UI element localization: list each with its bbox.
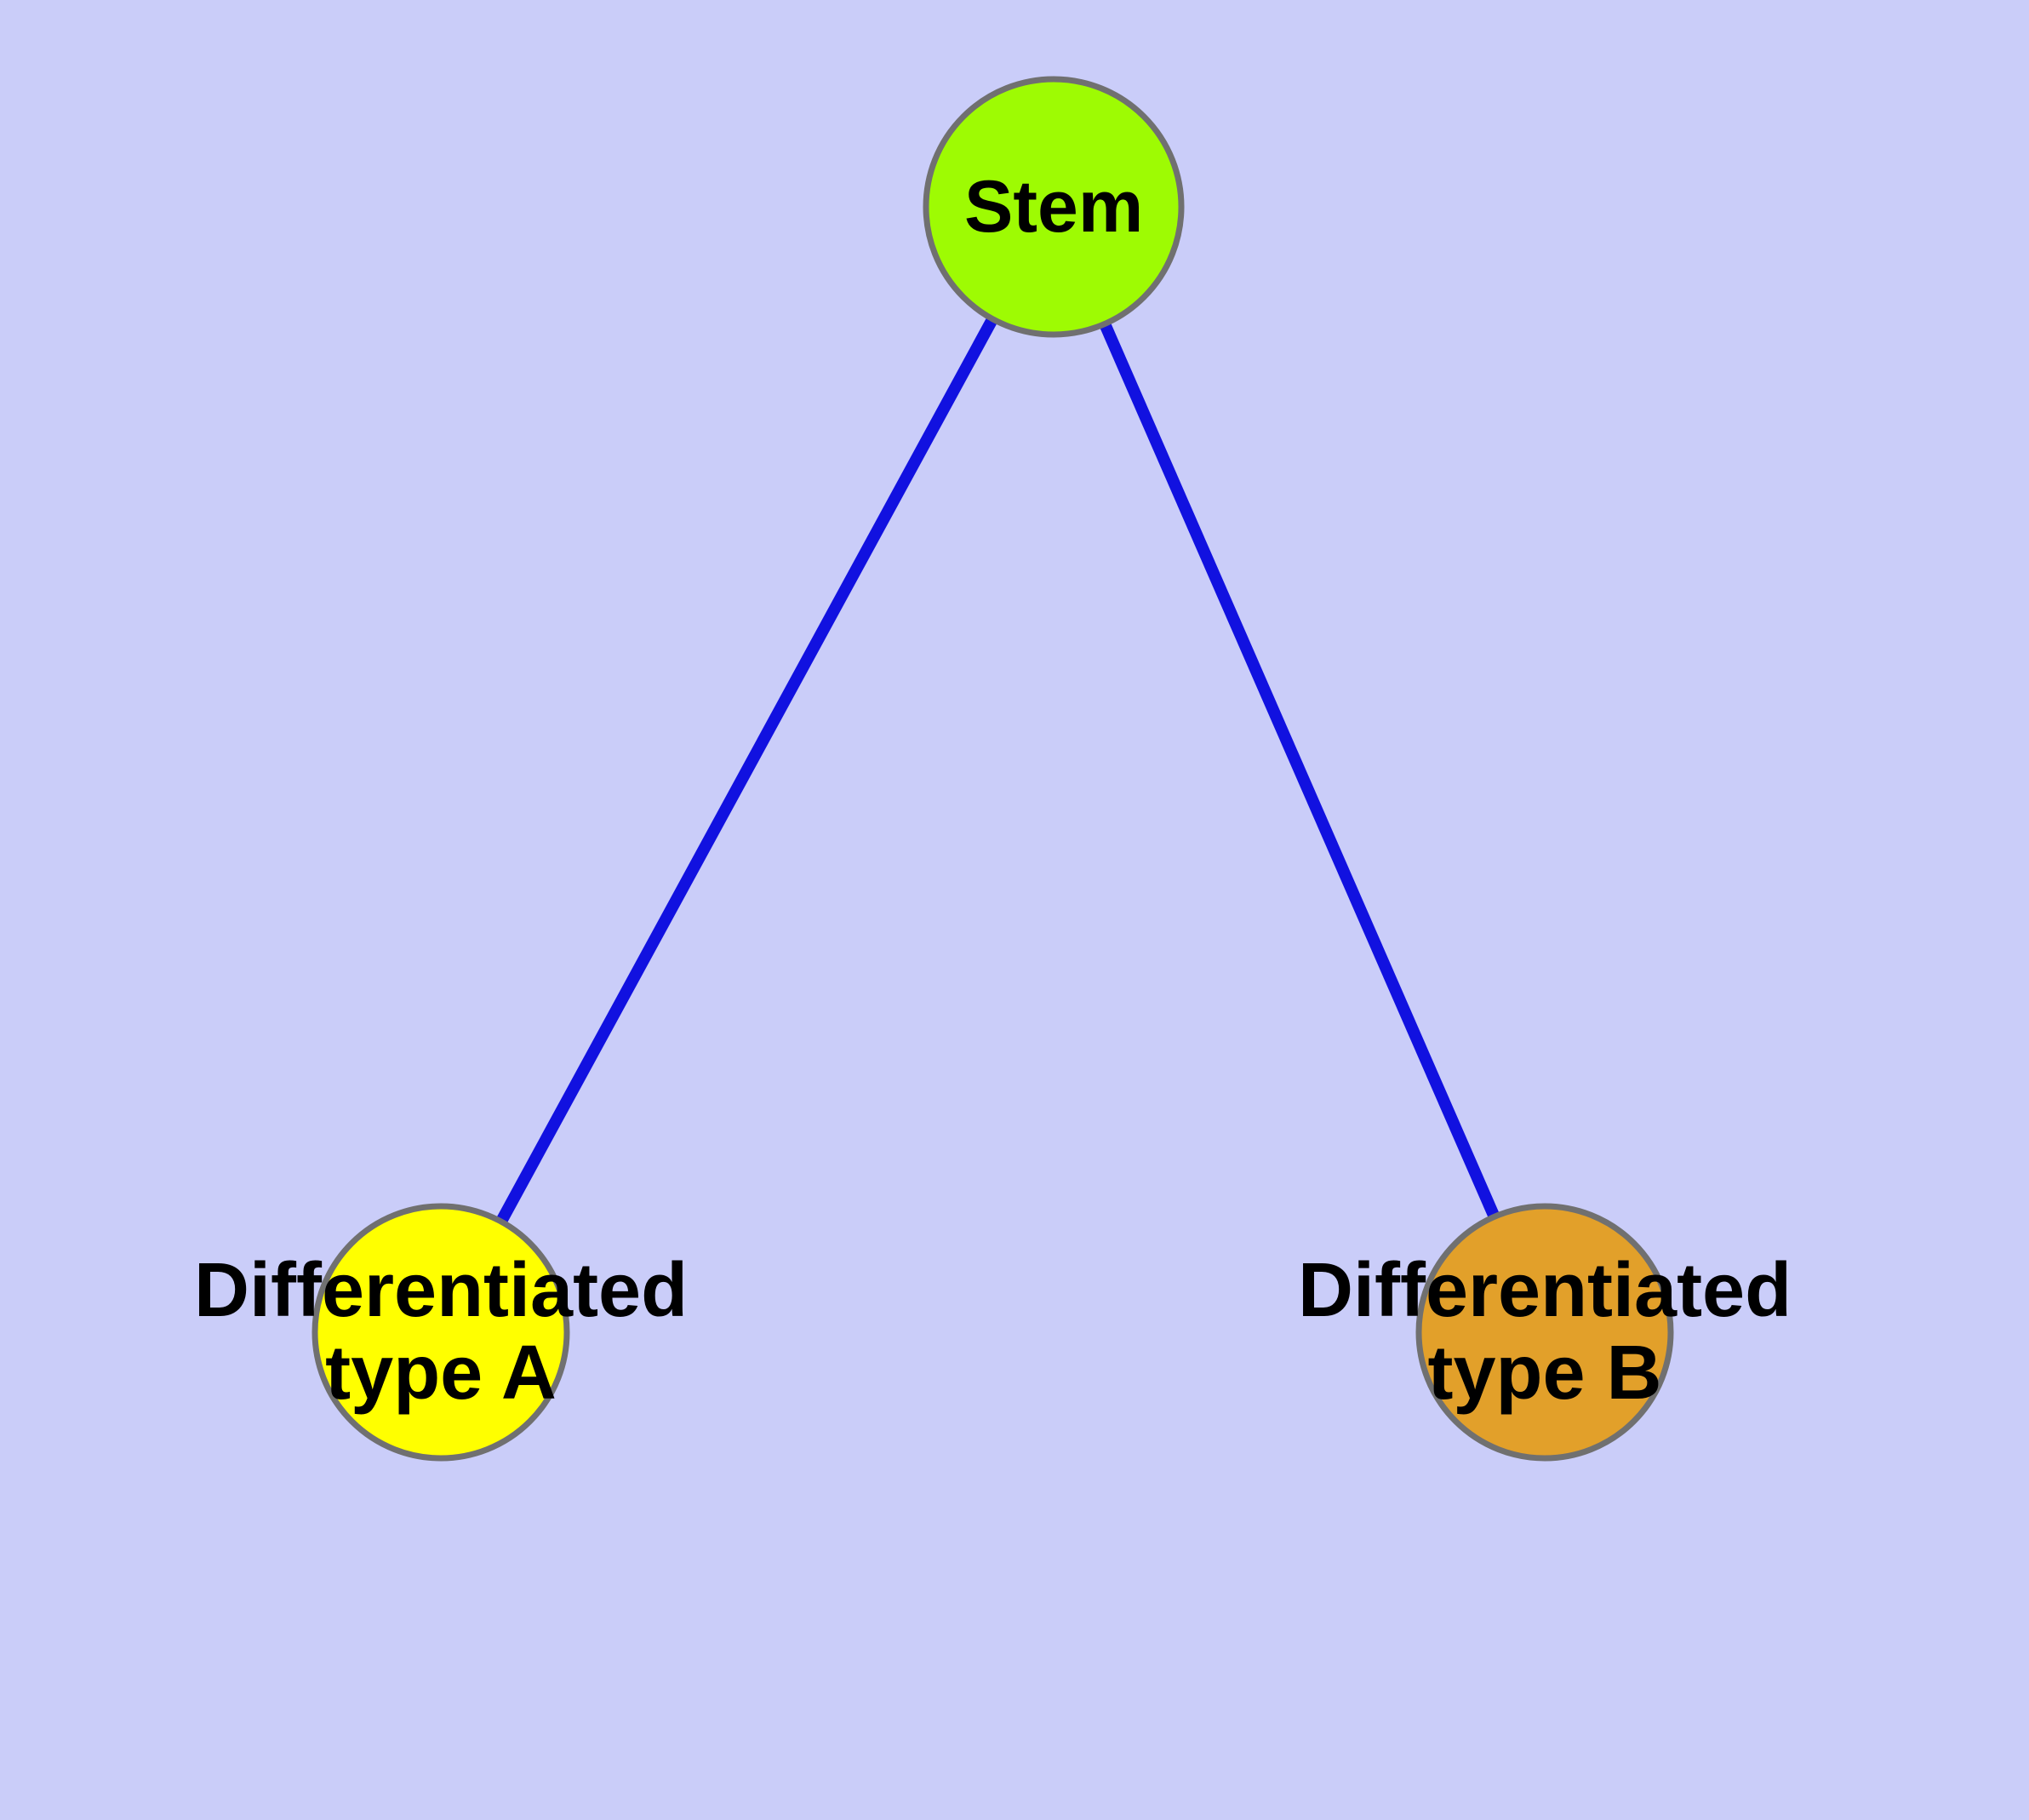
- graph-node-stem[interactable]: [923, 76, 1185, 338]
- graph-node-diff-a[interactable]: [311, 1203, 570, 1462]
- edge-layer: [435, 203, 1551, 1336]
- node-layer: [311, 76, 1674, 1462]
- graph-node-diff-b[interactable]: [1415, 1203, 1674, 1462]
- graph-edge[interactable]: [1048, 204, 1551, 1335]
- graph-edge[interactable]: [435, 203, 1060, 1336]
